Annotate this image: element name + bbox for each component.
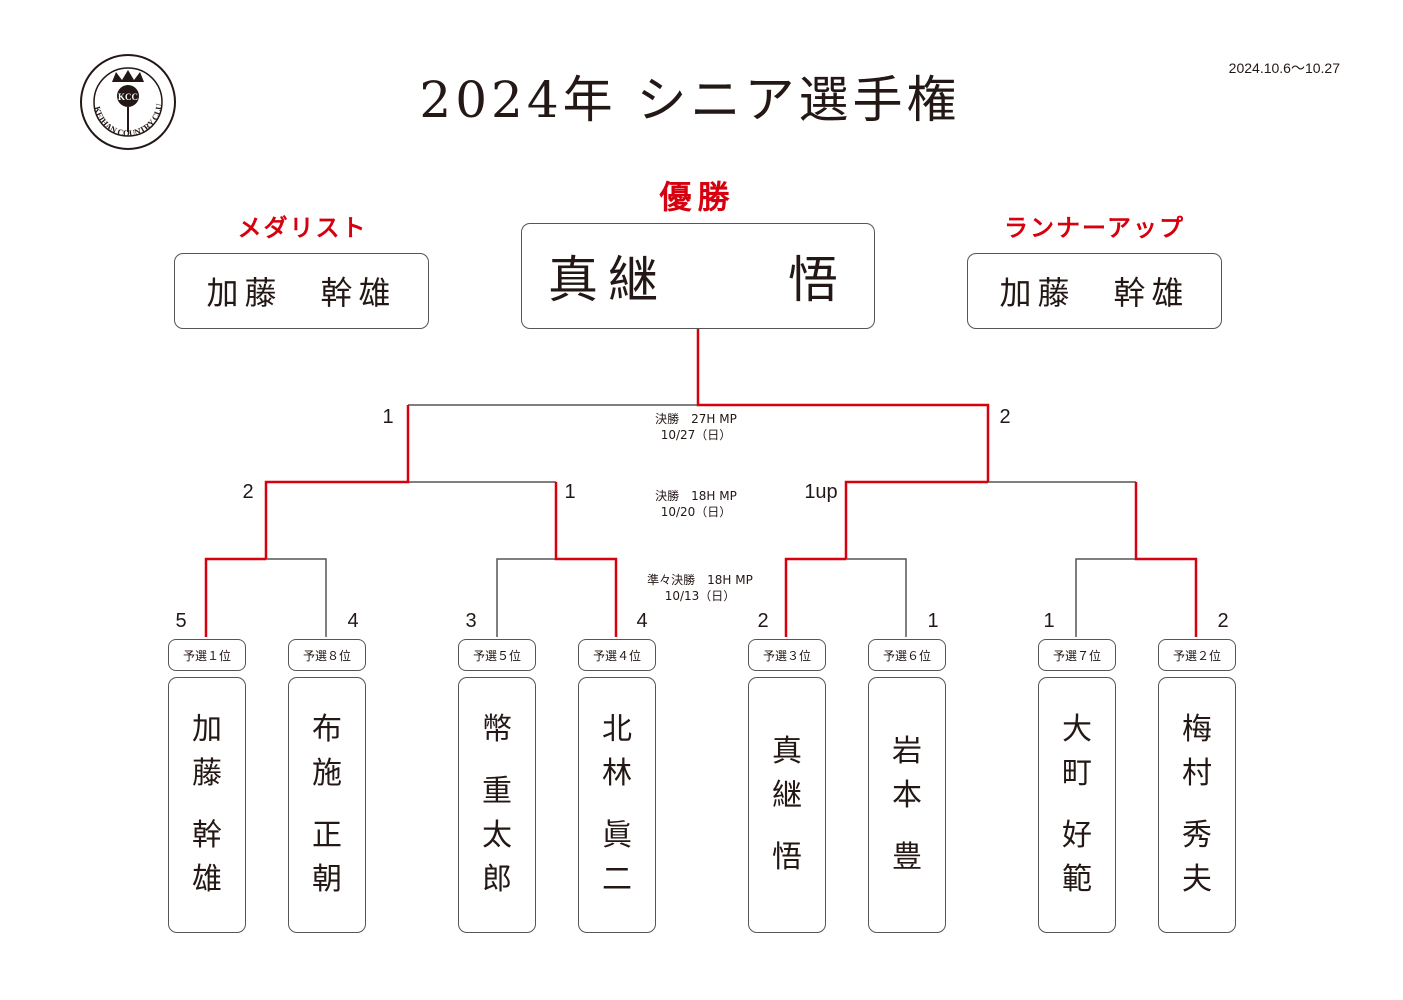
round-quarter: 準々決勝 18H MP 10/13（日） — [647, 573, 753, 603]
champion-label: 優勝 — [659, 178, 736, 216]
score-player-3: 3 — [465, 610, 477, 632]
medalist-name: 加藤 幹雄 — [206, 274, 397, 312]
champion-box: 真継 悟 — [521, 223, 875, 329]
score-final-right: 2 — [999, 406, 1011, 428]
player-card: 幣 重 太 郎 — [458, 677, 536, 933]
rank-badge: 予選８位 — [288, 639, 366, 671]
page-title: 2024年 シニア選手権 — [419, 71, 961, 129]
score-final-left: 1 — [382, 406, 394, 428]
score-player-6: 1 — [927, 610, 939, 632]
round-semi: 決勝 18H MP 10/20（日） — [655, 489, 737, 519]
score-player-2: 4 — [347, 610, 359, 632]
bracket-loser-lines — [266, 404, 1136, 637]
player-card: 北 林 眞 二 — [578, 677, 656, 933]
medalist-box: 加藤 幹雄 — [174, 253, 429, 329]
date-range: 2024.10.6～10.27 — [1228, 60, 1340, 76]
player-card: 真 継 悟 — [748, 677, 826, 933]
score-semi1-right: 1 — [564, 481, 576, 503]
rank-badge: 予選５位 — [458, 639, 536, 671]
bracket-winner-lines — [204, 329, 1198, 637]
club-logo: KCC KEIHAN COUNTRY CLUB — [78, 52, 176, 150]
rank-badge: 予選７位 — [1038, 639, 1116, 671]
crown-icon — [112, 70, 144, 82]
score-semi1-left: 2 — [242, 481, 254, 503]
champion-name: 真継 悟 — [548, 251, 848, 309]
player-card: 梅 村 秀 夫 — [1158, 677, 1236, 933]
medalist-label: メダリスト — [237, 213, 368, 242]
rank-badge: 予選６位 — [868, 639, 946, 671]
player-card: 加 藤 幹 雄 — [168, 677, 246, 933]
rank-badge: 予選４位 — [578, 639, 656, 671]
runner-up-box: 加藤 幹雄 — [967, 253, 1222, 329]
runner-up-name: 加藤 幹雄 — [999, 274, 1190, 312]
logo-monogram: KCC — [118, 92, 138, 102]
runner-up-label: ランナーアップ — [1003, 213, 1186, 242]
score-player-8: 2 — [1217, 610, 1229, 632]
player-card: 大 町 好 範 — [1038, 677, 1116, 933]
score-player-4: 4 — [636, 610, 648, 632]
rank-badge: 予選１位 — [168, 639, 246, 671]
score-player-1: 5 — [175, 610, 187, 632]
score-player-7: 1 — [1043, 610, 1055, 632]
score-semi2-left: 1up — [804, 481, 838, 503]
player-card: 布 施 正 朝 — [288, 677, 366, 933]
rank-badge: 予選３位 — [748, 639, 826, 671]
round-final: 決勝 27H MP 10/27（日） — [655, 412, 737, 442]
player-card: 岩 本 豊 — [868, 677, 946, 933]
rank-badge: 予選２位 — [1158, 639, 1236, 671]
score-player-5: 2 — [757, 610, 769, 632]
